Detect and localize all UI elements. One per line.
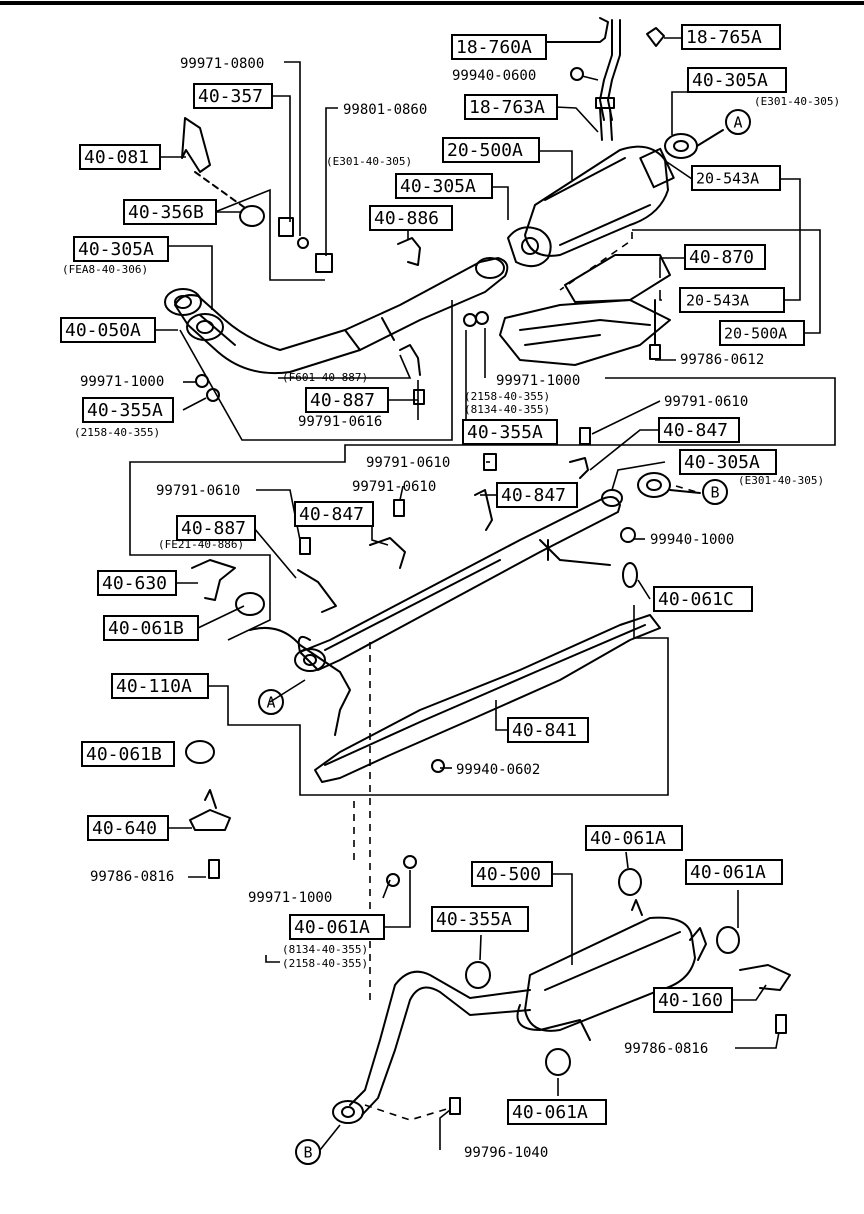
- reference-code: (FEA8-40-306): [62, 263, 148, 276]
- ref-circle-a-top: [725, 109, 751, 135]
- part-label-40-847: 40-847: [663, 420, 728, 441]
- ref-circle-b-mid: [702, 479, 728, 505]
- part-label-40-355a: 40-355A: [467, 422, 543, 443]
- part-number: 99971-1000: [496, 373, 580, 389]
- part-label-40-500: 40-500: [476, 864, 541, 885]
- part-label-40-887: 40-887: [181, 518, 246, 539]
- part-label-18-760a: 18-760A: [456, 37, 532, 58]
- part-label-40-061a: 40-061A: [690, 862, 766, 883]
- part-number: 99791-0610: [366, 455, 450, 471]
- part-label-20-543a: 20-543A: [696, 170, 759, 188]
- part-number: 99796-1040: [464, 1145, 548, 1161]
- part-label-40-061a: 40-061A: [512, 1102, 588, 1123]
- ref-letter: B: [710, 484, 719, 502]
- part-label-40-886: 40-886: [374, 208, 439, 229]
- part-label-40-061b: 40-061B: [108, 618, 184, 639]
- part-label-40-630: 40-630: [102, 573, 167, 594]
- part-label-40-061a: 40-061A: [590, 828, 666, 849]
- part-label-40-061a: 40-355A: [436, 909, 512, 930]
- reference-code: (8134-40-355): [282, 943, 368, 956]
- boxed-part-frames: [60, 24, 805, 1125]
- part-label-40-847: 40-847: [299, 504, 364, 525]
- reference-code: (8134-40-355): [464, 403, 550, 416]
- part-label-18-763a: 18-763A: [469, 97, 545, 118]
- part-label-40-640: 40-640: [92, 818, 157, 839]
- part-label-20-500a: 20-500A: [447, 140, 523, 161]
- part-number: 99791-0610: [664, 394, 748, 410]
- part-label-40-110a: 40-110A: [116, 676, 192, 697]
- part-number: 99791-0610: [352, 479, 436, 495]
- reference-code: (2158-40-355): [464, 390, 550, 403]
- part-label-40-050a: 40-050A: [65, 320, 141, 341]
- part-label-40-305a: 40-305A: [684, 452, 760, 473]
- part-number: 99786-0816: [624, 1041, 708, 1057]
- reference-code: (2158-40-355): [74, 426, 160, 439]
- part-label-40-355a: 40-061A: [294, 917, 370, 938]
- ref-circle-a-mid: [258, 689, 284, 715]
- reference-code: (E301-40-305): [738, 474, 824, 487]
- part-number: 99971-1000: [248, 890, 332, 906]
- part-label-40-305a: 40-305A: [692, 70, 768, 91]
- small-references: (E301-40-305) (E301-40-305) (FEA8-40-306…: [62, 95, 840, 970]
- reference-code: (FE21-40-886): [158, 538, 244, 551]
- ref-circle-b-bottom: [295, 1139, 321, 1165]
- boxed-part-labels: 18-760A 18-765A 40-305A 18-763A 40-357 4…: [65, 27, 787, 1123]
- part-label-20-500a: 20-500A: [724, 325, 787, 343]
- part-label-40-081: 40-081: [84, 147, 149, 168]
- part-label-40-061c: 40-061C: [658, 589, 734, 610]
- part-number: 99801-0860: [343, 102, 427, 118]
- part-label-40-887: 40-887: [310, 390, 375, 411]
- ref-letter: A: [266, 694, 275, 712]
- reference-letters: A B A B: [266, 114, 742, 1162]
- part-label-40-160: 40-160: [658, 990, 723, 1011]
- part-number: 99791-0610: [156, 483, 240, 499]
- part-number: 99971-1000: [80, 374, 164, 390]
- part-label-40-357: 40-357: [198, 86, 263, 107]
- part-numbers: 99971-0800 99940-0600 99801-0860 99971-1…: [80, 56, 764, 1161]
- reference-circles: [258, 109, 751, 1165]
- part-label-40-356b: 40-356B: [128, 202, 204, 223]
- part-number: 99786-0816: [90, 869, 174, 885]
- part-label-40-847: 40-847: [501, 485, 566, 506]
- part-number: 99786-0612: [680, 352, 764, 368]
- reference-code: (E301-40-305): [326, 155, 412, 168]
- ref-letter: A: [733, 114, 742, 132]
- ref-letter: B: [303, 1144, 312, 1162]
- part-label-40-305a: 40-305A: [400, 176, 476, 197]
- part-label-40-305a: 40-305A: [78, 239, 154, 260]
- reference-code: (2158-40-355): [282, 957, 368, 970]
- part-number: 99971-0800: [180, 56, 264, 72]
- part-label-40-061b: 40-061B: [86, 744, 162, 765]
- part-number: 99940-1000: [650, 532, 734, 548]
- part-label-18-765a: 18-765A: [686, 27, 762, 48]
- part-number: 99940-0602: [456, 762, 540, 778]
- part-label-40-841: 40-841: [512, 720, 577, 741]
- part-label-40-355a: 40-355A: [87, 400, 163, 421]
- reference-code: (E301-40-305): [754, 95, 840, 108]
- part-label-20-543a: 20-543A: [686, 292, 749, 310]
- diagram-linework: [164, 17, 791, 1124]
- part-number: 99940-0600: [452, 68, 536, 84]
- part-label-40-870: 40-870: [689, 247, 754, 268]
- part-number: 99791-0616: [298, 414, 382, 430]
- reference-code: (F601-40-887): [282, 371, 368, 384]
